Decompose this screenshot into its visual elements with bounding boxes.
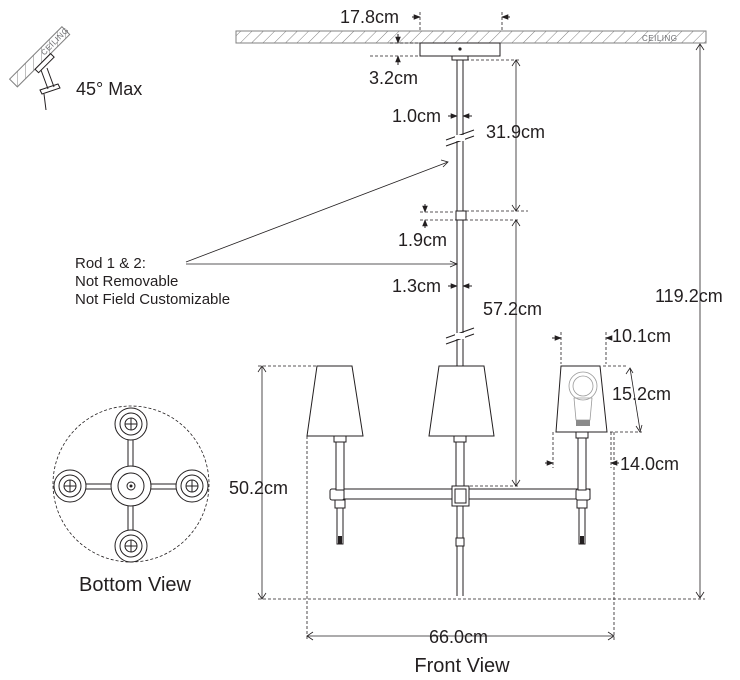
bottom-socket-top [114,407,148,441]
shade-bottom-label: 14.0cm [620,454,679,474]
tilt-label: 45° Max [76,79,142,99]
overall-height-label: 119.2cm [655,286,723,306]
sloped-ceiling-detail: CEILING 45° Max [8,26,142,111]
rod1-diameter-label: 1.0cm [392,106,441,126]
shade-height-label: 15.2cm [612,384,671,404]
ceiling-label: CEILING [642,34,678,43]
dimension-labels: 17.8cm 3.2cm 1.0cm 31.9cm 1.9cm 1.3cm 57… [229,7,723,647]
dimension-lines [185,12,705,641]
coupler [455,210,467,221]
rod2-length-label: 57.2cm [483,299,542,319]
front-view-caption: Front View [414,655,510,677]
rod-note-line-2: Not Removable [75,273,178,290]
right-light [555,365,608,545]
overall-width-label: 66.0cm [429,627,488,647]
rod-note-line-3: Not Field Customizable [75,291,230,308]
canopy-height-label: 3.2cm [369,68,418,88]
rod2-diameter-label: 1.3cm [392,276,441,296]
shade-top-label: 10.1cm [612,326,671,346]
bottom-socket-right [175,469,209,503]
right-shade [555,365,608,433]
bottom-view-caption: Bottom View [79,574,191,596]
fixture-height-label: 50.2cm [229,478,288,498]
left-light [306,365,364,545]
coupler-label: 1.9cm [398,230,447,250]
front-view [306,42,608,596]
center-shade [428,365,495,437]
ceiling: CEILING [235,30,707,44]
sloped-ceiling-label: CEILING [39,26,70,57]
bottom-socket-left [53,469,87,503]
center-light [428,365,495,487]
bottom-socket-bottom [114,529,148,563]
canopy-width-label: 17.8cm [340,7,399,27]
rod-note-line-1: Rod 1 & 2: [75,255,146,272]
left-shade [306,365,364,437]
rod-note: Rod 1 & 2: Not Removable Not Field Custo… [75,255,230,308]
bottom-view: Bottom View [52,405,210,596]
rod1-length-label: 31.9cm [486,122,545,142]
